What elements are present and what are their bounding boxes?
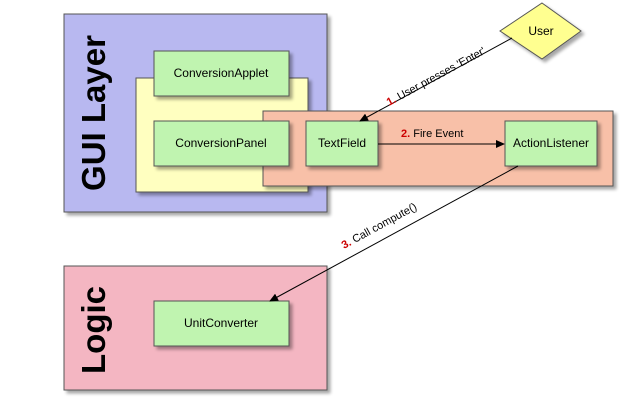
- edge-2-label: 2. Fire Event: [401, 128, 463, 140]
- conversion-panel-node: ConversionPanel: [153, 120, 290, 167]
- edge-textfield-to-listener: 2. Fire Event: [378, 128, 505, 148]
- edge-2-number: 2.: [401, 128, 410, 140]
- text-field-label: TextField: [318, 136, 366, 150]
- edge-1-text: User presses 'Enter': [393, 45, 488, 104]
- user-node: User: [499, 2, 582, 60]
- unit-converter-label: UnitConverter: [184, 316, 258, 330]
- action-listener-node: ActionListener: [504, 120, 598, 167]
- action-listener-label: ActionListener: [513, 136, 589, 150]
- logic-layer-label: Logic: [75, 286, 112, 374]
- unit-converter-node: UnitConverter: [153, 300, 290, 347]
- text-field-node: TextField: [305, 120, 379, 167]
- conversion-panel-label: ConversionPanel: [175, 136, 266, 150]
- conversion-applet-node: ConversionApplet: [153, 50, 290, 97]
- edge-3-text: Call compute(): [348, 201, 419, 247]
- user-label: User: [528, 24, 553, 38]
- edge-2-text: Fire Event: [410, 128, 463, 140]
- edge-1-label: 1. User presses 'Enter': [385, 45, 488, 108]
- gui-layer-label: GUI Layer: [75, 35, 112, 191]
- edge-user-to-textfield: 1. User presses 'Enter': [359, 37, 513, 122]
- conversion-applet-label: ConversionApplet: [174, 66, 269, 80]
